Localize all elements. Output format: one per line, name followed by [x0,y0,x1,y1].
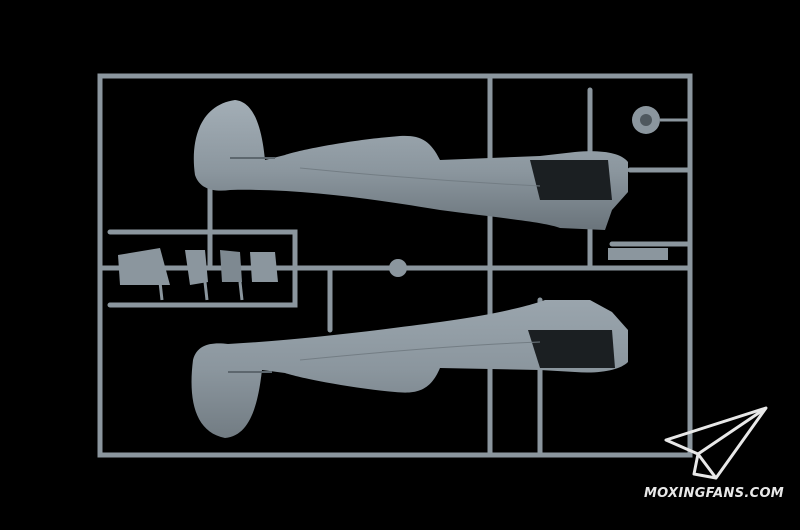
fuselage-half-lower [191,300,628,438]
round-part [632,106,690,134]
watermark: MOXINGFANS.COM [636,400,792,510]
paper-plane-icon [664,406,768,480]
sprue-tag [608,248,668,260]
watermark-text: MOXINGFANS.COM [643,486,785,501]
small-parts [118,248,407,301]
fuselage-half-upper [193,100,628,230]
